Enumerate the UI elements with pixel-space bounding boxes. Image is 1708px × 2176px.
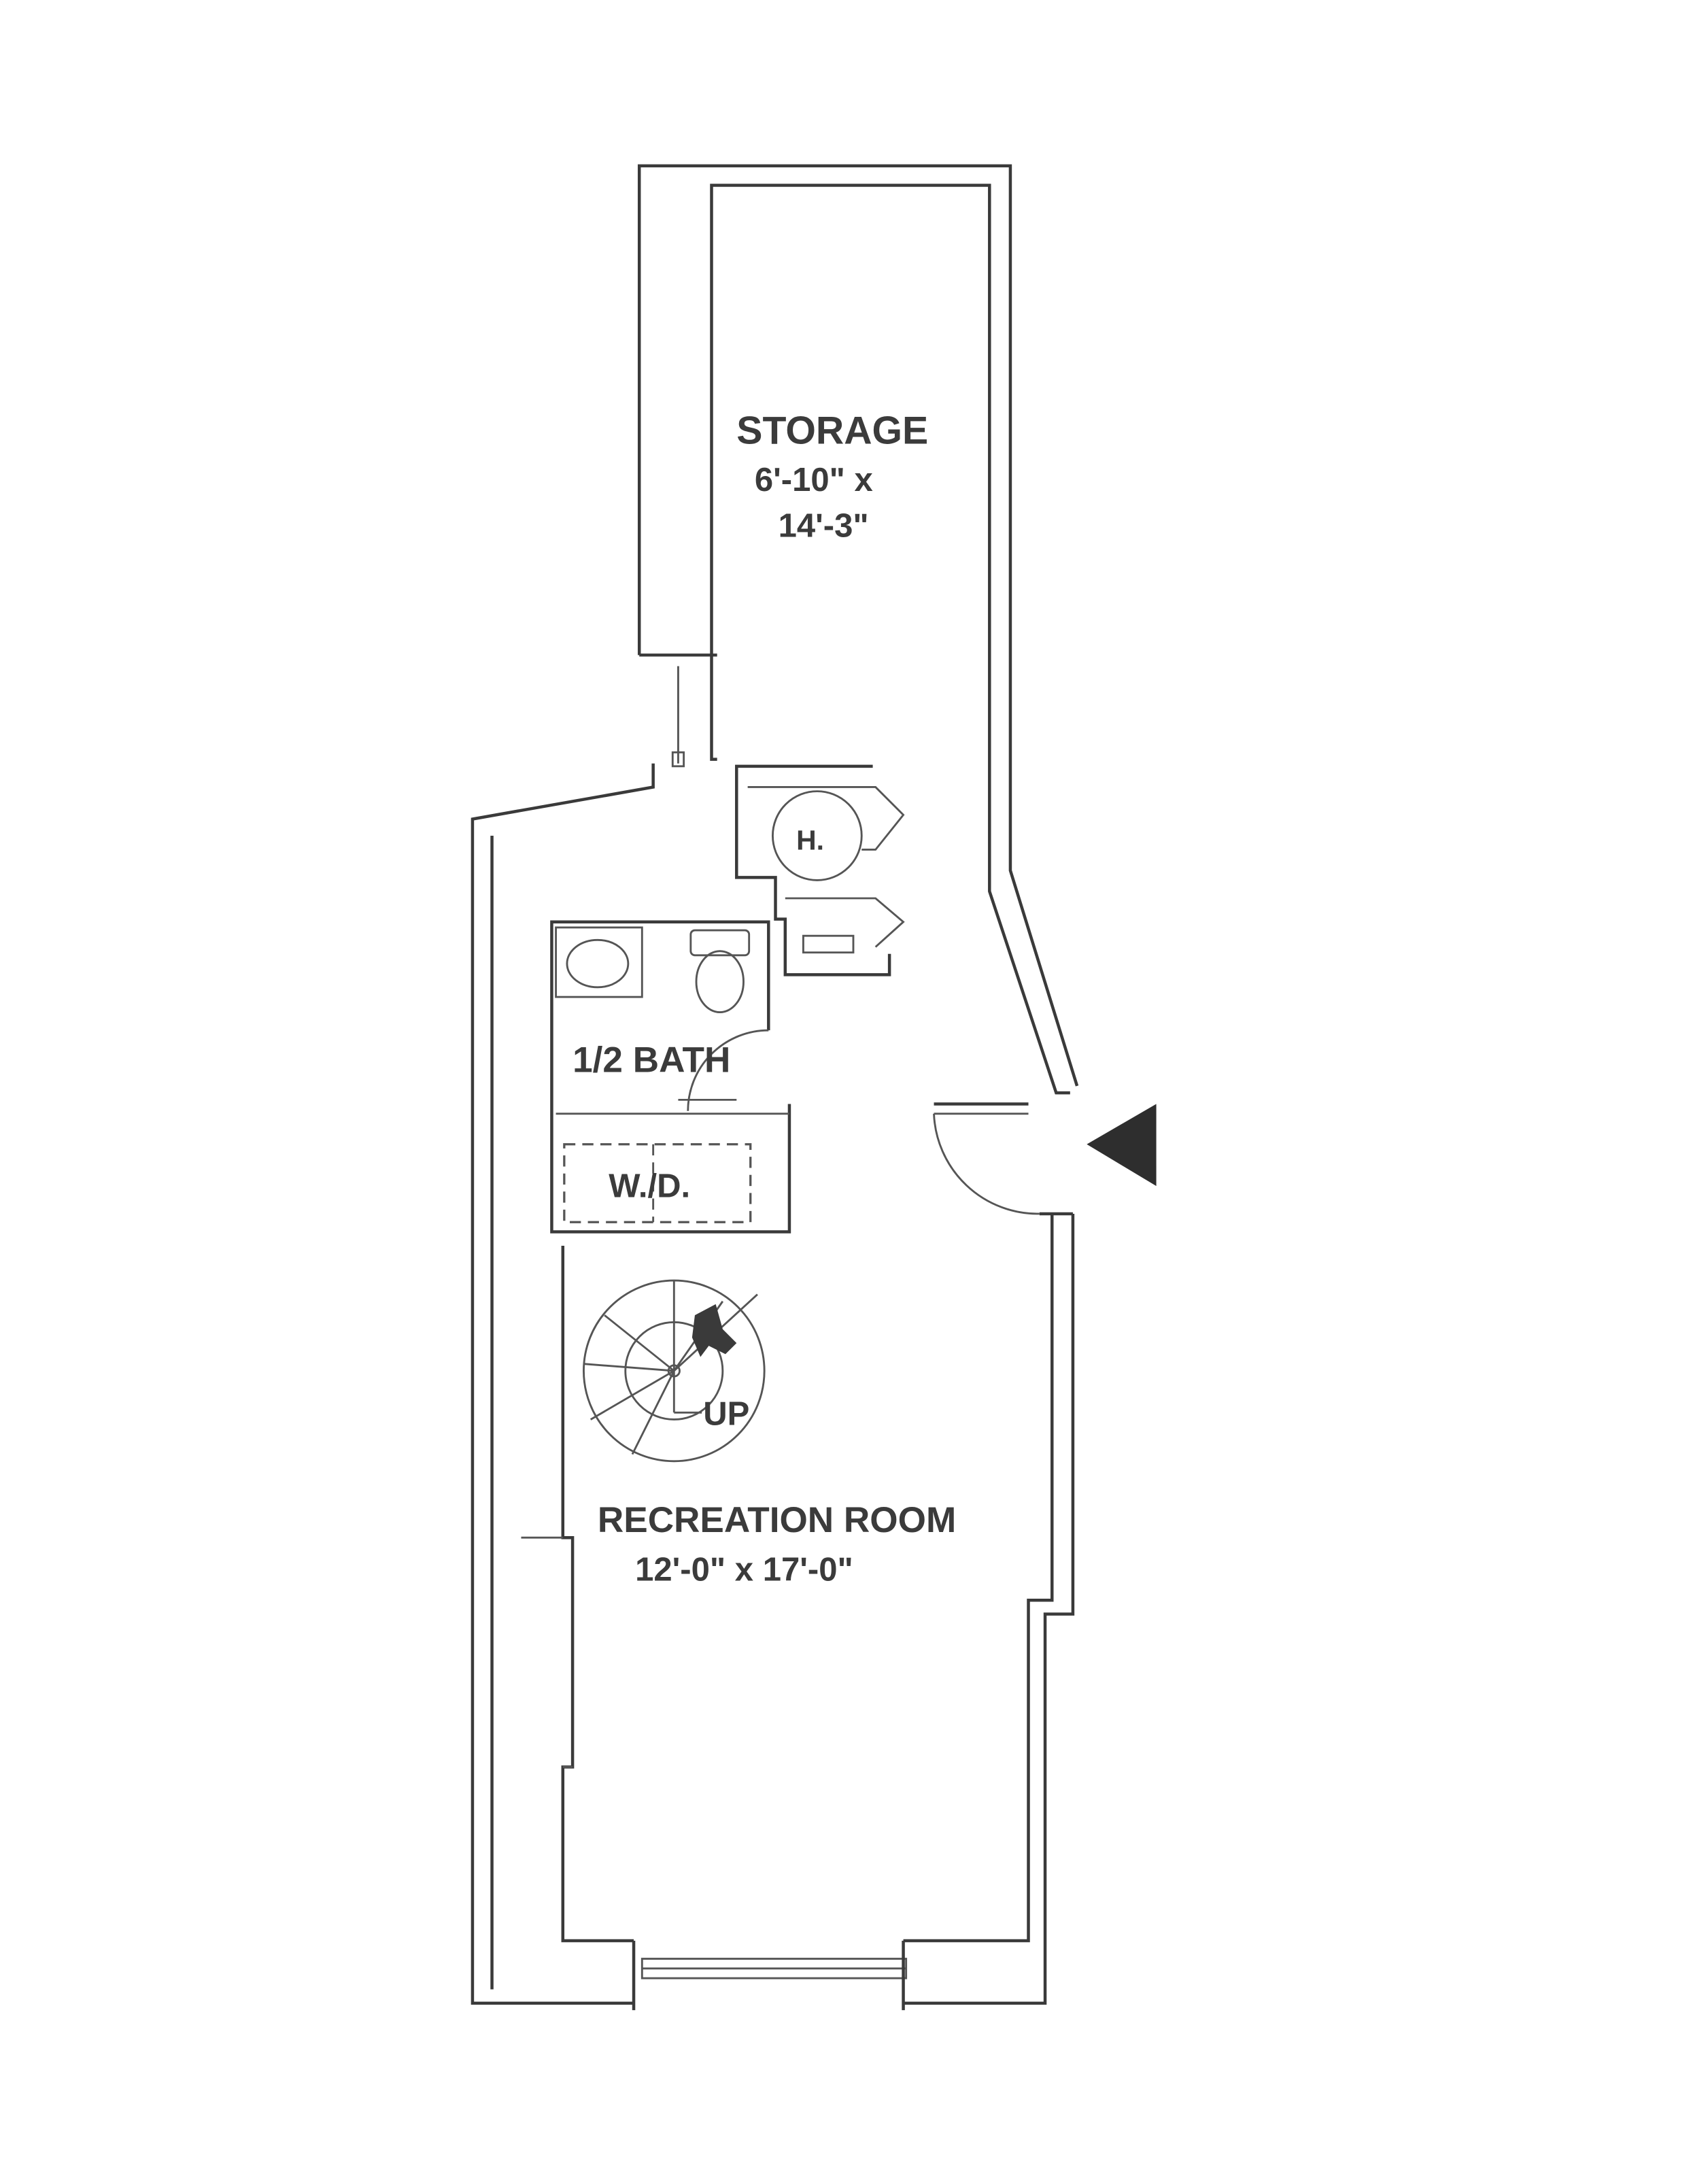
storage-label: STORAGE [736,409,928,453]
stairs-up-label: UP [703,1396,749,1433]
spiral-stairs[interactable]: UP [583,1279,766,1463]
heater-label: H. [796,824,824,855]
recreation-room-dimensions: 12'-0" x 17'-0" [635,1552,853,1588]
heater-icon [771,790,863,881]
washer-dryer [563,1143,752,1223]
entry-arrow-icon [1087,1104,1157,1187]
storage-door [671,666,685,768]
half-bath-label: 1/2 BATH [573,1040,730,1080]
storage-dimensions-2: 14'-3" [779,508,869,545]
recreation-room-label: RECREATION ROOM [598,1500,956,1540]
half-bath: 1/2 BATH W./D. [550,920,791,1234]
toilet-icon [695,950,745,1014]
window-bottom [632,1940,908,2011]
sink-icon [566,938,630,989]
entry-door[interactable] [933,1102,1073,1216]
heater-closet: H. [735,764,905,976]
storage-dimensions-1: 6'-10" x [755,462,873,498]
exterior-walls [471,164,1079,2005]
washer-dryer-label: W./D. [609,1168,690,1204]
